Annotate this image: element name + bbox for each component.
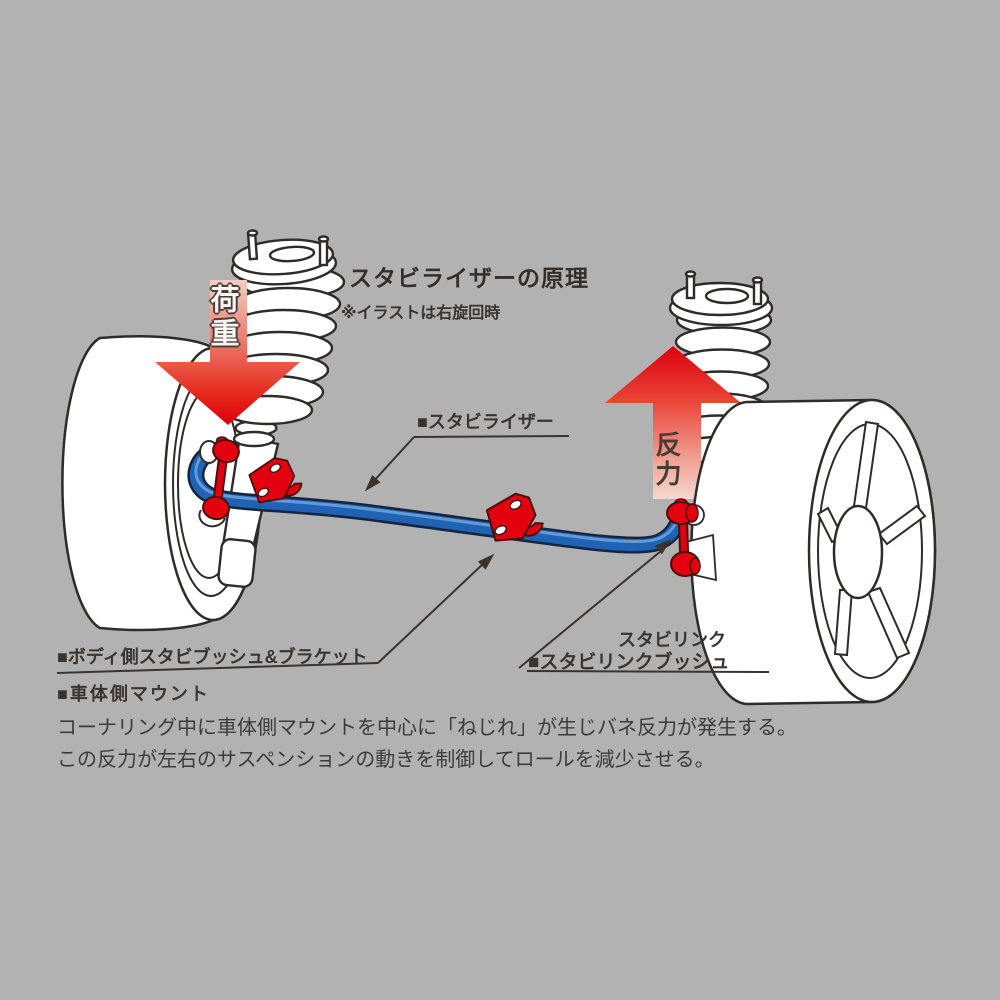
reaction-arrow-label: 反力 <box>652 431 682 489</box>
label-body-side-bush-bracket: ■ボディ側スタビブッシュ&ブラケット <box>57 647 368 667</box>
label-stabilizer: ■スタビライザー <box>417 412 554 432</box>
leader-stabi-link <box>518 538 770 673</box>
leader-bush-bracket <box>56 553 495 674</box>
right-wheel <box>690 398 937 706</box>
load-arrow <box>155 280 300 425</box>
body-side-bracket-center <box>484 490 545 543</box>
label-body-side-mount: ■車体側マウント <box>57 684 210 704</box>
page-subtitle: ※イラストは右旋回時 <box>341 305 501 322</box>
description-line-1: コーナリング中に車体側マウントを中心に「ねじれ」が生じバネ反力が発生する。 <box>57 717 797 739</box>
leader-stabilizer <box>364 435 570 492</box>
label-stabi-link: スタビリンク <box>618 630 726 650</box>
page-title: スタビライザーの原理 <box>349 265 589 291</box>
stabilizer-bar <box>187 441 689 554</box>
leader-lines <box>56 435 770 674</box>
reaction-arrow <box>605 346 741 499</box>
description-line-2: この反力が左右のサスペンションの動きを制御してロールを減少させる。 <box>57 749 715 771</box>
load-arrow-label: 荷重 <box>206 284 238 352</box>
left-stabi-link <box>198 436 240 528</box>
label-stabi-link-bush: ■スタビリンクブッシュ <box>528 652 730 673</box>
right-stabi-link <box>666 498 717 582</box>
